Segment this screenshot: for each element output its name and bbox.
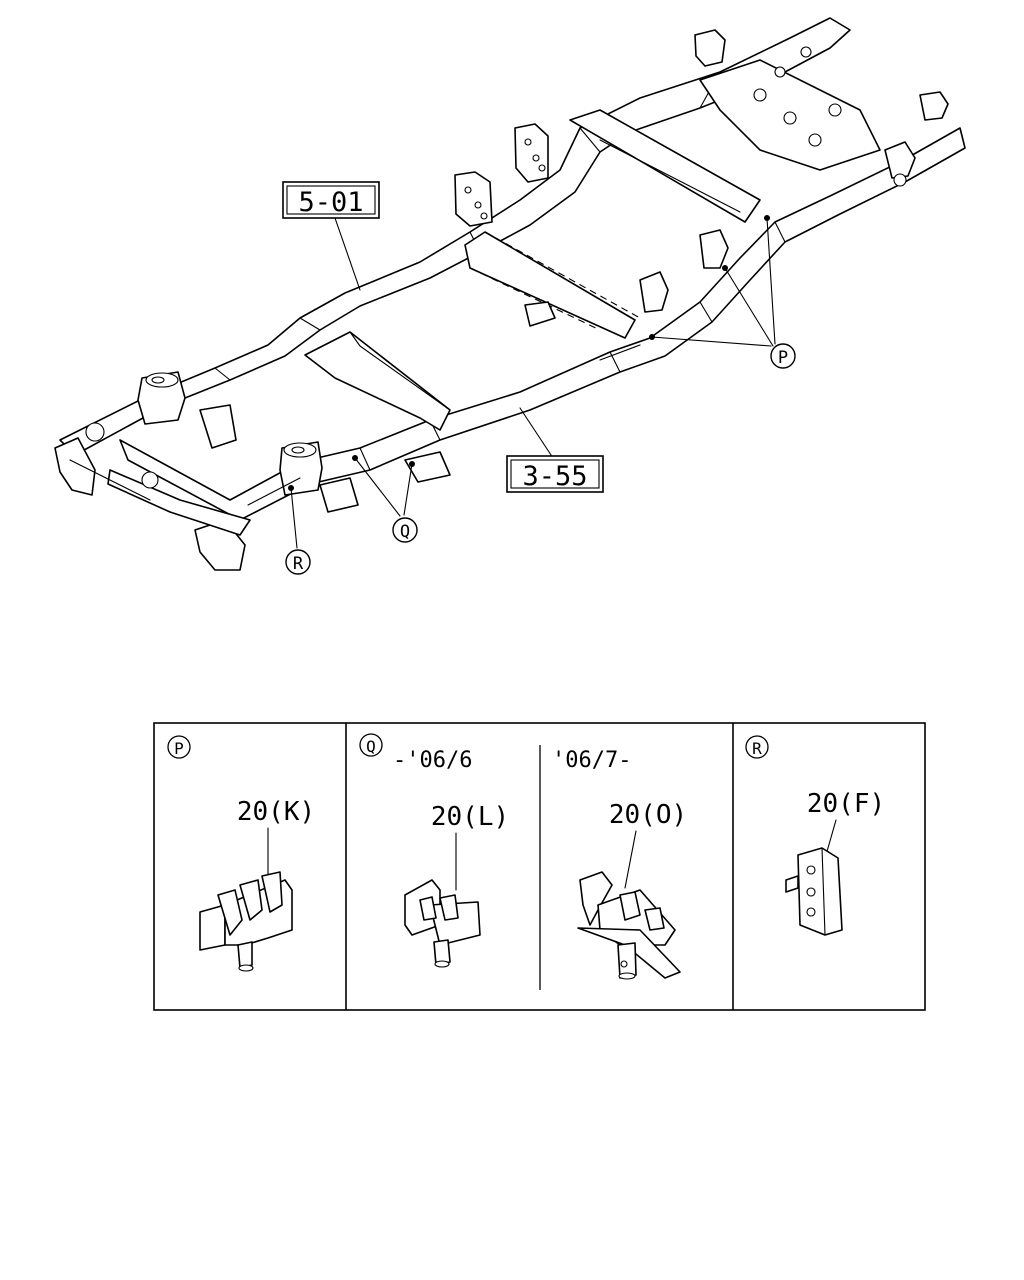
part-label-20l: 20(L) [431,802,509,832]
rear-crossmember [569,109,761,223]
svg-text:R: R [752,739,762,758]
detail-panel-q: Q -'06/6 20(L) '06/7- 20(O) [359,733,687,980]
front-end-brackets [54,404,451,571]
svg-text:P: P [778,348,788,368]
clip-20f-drawing [785,847,843,936]
detail-panels: P 20(K) Q -'06/6 20(L) [153,722,926,1011]
clip-20o-drawing [577,871,681,980]
leader-lines [290,217,776,549]
middle-crossmember [464,231,636,339]
part-label-20o: 20(O) [609,800,687,830]
svg-text:R: R [293,554,304,574]
callout-frame-assembly[interactable]: 5-01 [282,181,380,219]
part-label-20f: 20(F) [807,789,885,819]
body-mount-brackets [454,29,949,327]
svg-text:5-01: 5-01 [298,187,363,218]
clip-20k-drawing [199,871,293,972]
detail-panel-r: R 20(F) [745,735,885,936]
center-crossmember [304,331,451,431]
detail-panel-p: P 20(K) [167,735,315,972]
svg-text:3-55: 3-55 [522,461,587,492]
range-late: '06/7- [552,748,631,773]
panel-letter-p: P [167,735,191,759]
front-suspension-towers [137,371,323,496]
svg-text:Q: Q [366,737,376,756]
callout-clip-q[interactable]: Q [392,517,418,543]
callout-clip-r[interactable]: R [285,549,311,575]
panel-letter-q: Q [359,733,383,757]
callout-side-rail-part[interactable]: 3-55 [506,455,604,493]
left-side-rail [59,17,851,456]
svg-text:Q: Q [400,522,410,542]
callout-clip-p[interactable]: P [770,343,796,369]
part-label-20k: 20(K) [237,797,315,827]
right-side-rail [119,127,966,521]
chassis-frame-illustration: 5-01 3-55 P Q R [54,17,966,575]
range-early: -'06/6 [393,748,472,773]
svg-text:P: P [174,739,184,758]
clip-20l-drawing [404,879,481,968]
panel-letter-r: R [745,735,769,759]
